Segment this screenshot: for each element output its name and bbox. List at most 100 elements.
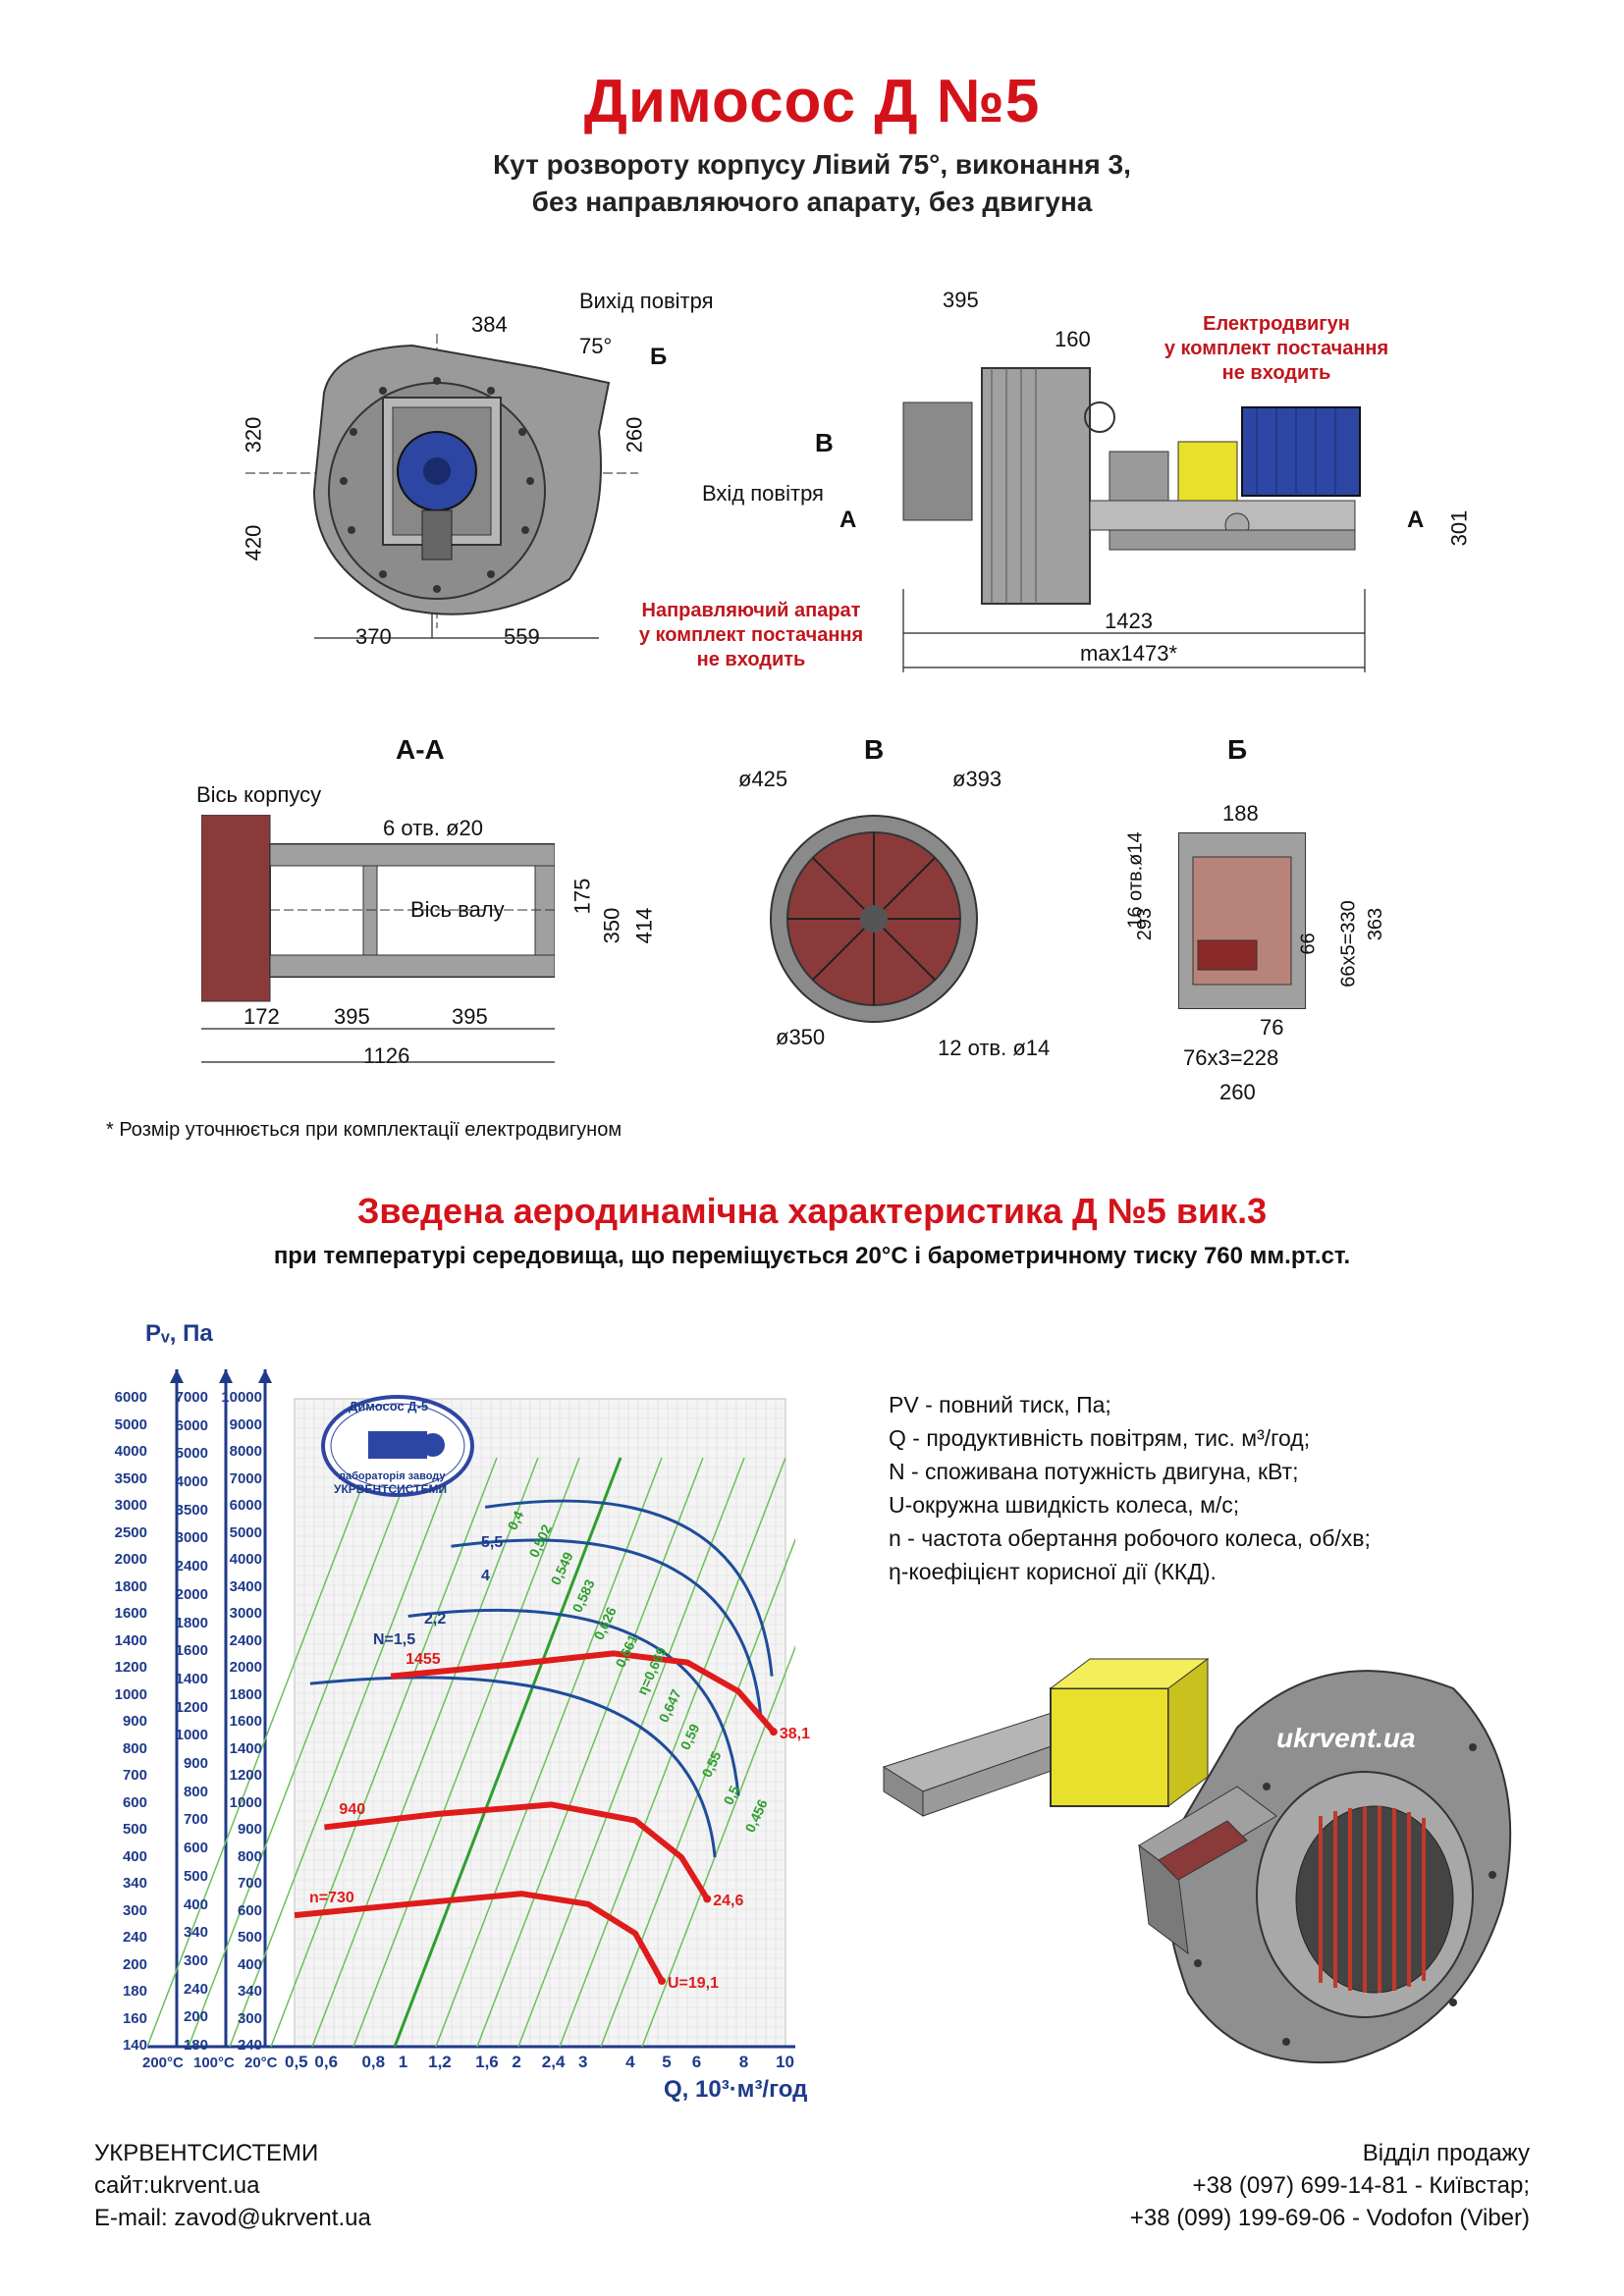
fan-3d-svg — [882, 1658, 1512, 2064]
axis-shaft-label: Вісь валу — [410, 897, 505, 922]
y-tick-label: 800 — [183, 1783, 208, 1800]
y-tick-label: 400 — [122, 1847, 147, 1865]
dim-260: 260 — [622, 416, 647, 454]
footer-sales-title: Відділ продажу — [1362, 2140, 1530, 2166]
side-dim-160: 160 — [1055, 327, 1091, 351]
legend-n-rpm: n - частота обертання робочого колеса, о… — [889, 1525, 1371, 1551]
legend-q: Q - продуктивність повітрям, тис. м³/год… — [889, 1425, 1311, 1451]
b-dim-76x3: 76х3=228 — [1183, 1045, 1279, 1070]
b-dim-260: 260 — [1219, 1080, 1256, 1104]
x-tick-label: 0,5 — [285, 2053, 308, 2071]
y-tick-label: 3500 — [114, 1469, 147, 1487]
y-tick-label: 180 — [183, 2037, 208, 2054]
aa-dim-395a: 395 — [334, 1004, 370, 1029]
y-tick-label: 2400 — [229, 1631, 262, 1649]
outlet-label: Вихід повітря — [579, 289, 714, 313]
x-tick-label: 4 — [625, 2053, 635, 2071]
y-tick-label: 5000 — [229, 1523, 262, 1541]
legend-n: N - споживана потужність двигуна, кВт; — [889, 1459, 1299, 1484]
b-dim-188: 188 — [1222, 801, 1259, 826]
y-tick-label: 1800 — [175, 1614, 208, 1631]
legend-pv: PV - повний тиск, Па; — [889, 1392, 1111, 1417]
v-d350: ø350 — [776, 1025, 826, 1049]
footer-phone-1[interactable]: +38 (097) 699-14-81 - Київстар; — [1192, 2172, 1530, 2199]
front-dim-lines — [314, 614, 599, 639]
dim-384: 384 — [471, 312, 508, 337]
chart-efficiency-line — [435, 1457, 663, 2048]
y-tick-label: 7000 — [229, 1469, 262, 1487]
y-tick-label: 700 — [183, 1811, 208, 1829]
y-tick-label: 1600 — [229, 1713, 262, 1730]
y-tick-label: 5000 — [175, 1445, 208, 1463]
chart-efficiency-line — [559, 1457, 786, 2048]
section-aa-drawing — [200, 814, 556, 1011]
side-dim-lines — [902, 589, 1366, 672]
x-tick-label: 10 — [776, 2053, 794, 2071]
footer-phone-2[interactable]: +38 (099) 199-69-06 - Vodofon (Viber) — [1129, 2205, 1530, 2231]
x-tick-label: 3 — [578, 2053, 588, 2071]
y-tick-label: 500 — [237, 1929, 262, 1946]
front-view-svg — [245, 334, 638, 628]
characteristic-title: Зведена аеродинамічна характеристика Д №… — [356, 1191, 1268, 1231]
footer-email[interactable]: E-mail: zavod@ukrvent.ua — [94, 2205, 371, 2231]
x-tick-label: 1,2 — [428, 2053, 452, 2071]
y-tick-label: 2000 — [229, 1659, 262, 1676]
inlet-label: Вхід повітря — [702, 481, 824, 506]
chart-series-end-point-1 — [703, 1895, 712, 1903]
y-tick-label: 500 — [183, 1867, 208, 1885]
chart-svg — [146, 1369, 869, 2049]
y-tick-label: 200 — [122, 1955, 147, 1973]
chart-efficiency-line — [476, 1457, 704, 2048]
chart-series-end-point-0 — [657, 1977, 666, 1986]
y-tick-label: 180 — [122, 1983, 147, 2000]
y-tick-label: 240 — [122, 1929, 147, 1946]
y-tick-label: 1000 — [229, 1793, 262, 1811]
y-tick-label: 4000 — [114, 1443, 147, 1460]
footnote: * Розмір уточнюється при комплектації ел… — [106, 1119, 623, 1141]
motor-note: Електродвигун у комплект постачання не в… — [1164, 313, 1389, 384]
y-tick-label: 1600 — [114, 1605, 147, 1622]
footer-site[interactable]: сайт:ukrvent.ua — [94, 2172, 260, 2199]
b-dim-363: 363 — [1365, 907, 1387, 941]
series-label-0: n=730 — [309, 1890, 354, 1907]
legend-u: U-окружна швидкість колеса, м/с; — [889, 1492, 1240, 1518]
chart-xlabel: Q, 10³·м³/год — [664, 2076, 808, 2103]
view-v-svg — [770, 815, 978, 1023]
series-end-label-0: U=19,1 — [667, 1975, 720, 1993]
chart-y-axis-arrow-2 — [258, 1369, 272, 1383]
power-curve-label: 4 — [481, 1568, 490, 1584]
badge-line3: УКРВЕНТСИСТЕМИ — [334, 1482, 448, 1496]
chart-ylabel: Pᵥ, Па — [145, 1320, 213, 1347]
y-tick-label: 1200 — [229, 1767, 262, 1784]
y-tick-label: 600 — [237, 1901, 262, 1919]
y-tick-label: 700 — [237, 1875, 262, 1892]
y-tick-label: 6000 — [229, 1497, 262, 1514]
aa-dim-172: 172 — [244, 1004, 280, 1029]
chart-efficiency-line — [393, 1457, 623, 2048]
y-tick-label: 800 — [122, 1739, 147, 1757]
y-tick-label: 9000 — [229, 1415, 262, 1433]
x-tick-label: 0,8 — [361, 2053, 386, 2071]
y-tick-label: 600 — [183, 1840, 208, 1857]
y-tick-label: 300 — [122, 1901, 147, 1919]
y-tick-label: 1400 — [175, 1670, 208, 1687]
angle-75: 75° — [579, 334, 613, 358]
v-d393: ø393 — [952, 767, 1002, 791]
section-aa-svg — [200, 814, 556, 1002]
chart-power-curve — [484, 1499, 774, 1677]
y-tick-label: 340 — [237, 1983, 262, 2000]
badge-line1: Димосос Д-5 — [349, 1399, 429, 1414]
y-tick-label: 340 — [122, 1875, 147, 1892]
y-tick-label: 3400 — [229, 1577, 262, 1595]
view-v-marker: В — [815, 428, 834, 457]
side-dim-max: max1473* — [1080, 641, 1178, 666]
y-tick-label: 160 — [122, 2009, 147, 2027]
dim-420: 420 — [241, 524, 266, 561]
view-b-drawing — [1177, 831, 1307, 1010]
y-tick-label: 10000 — [221, 1389, 262, 1406]
chart-efficiency-line — [517, 1457, 745, 2048]
x-tick-label: 1,6 — [475, 2053, 499, 2071]
y-tick-label: 3500 — [175, 1501, 208, 1519]
y-tick-label: 1000 — [114, 1685, 147, 1703]
chart-power-curve — [407, 1609, 740, 1796]
